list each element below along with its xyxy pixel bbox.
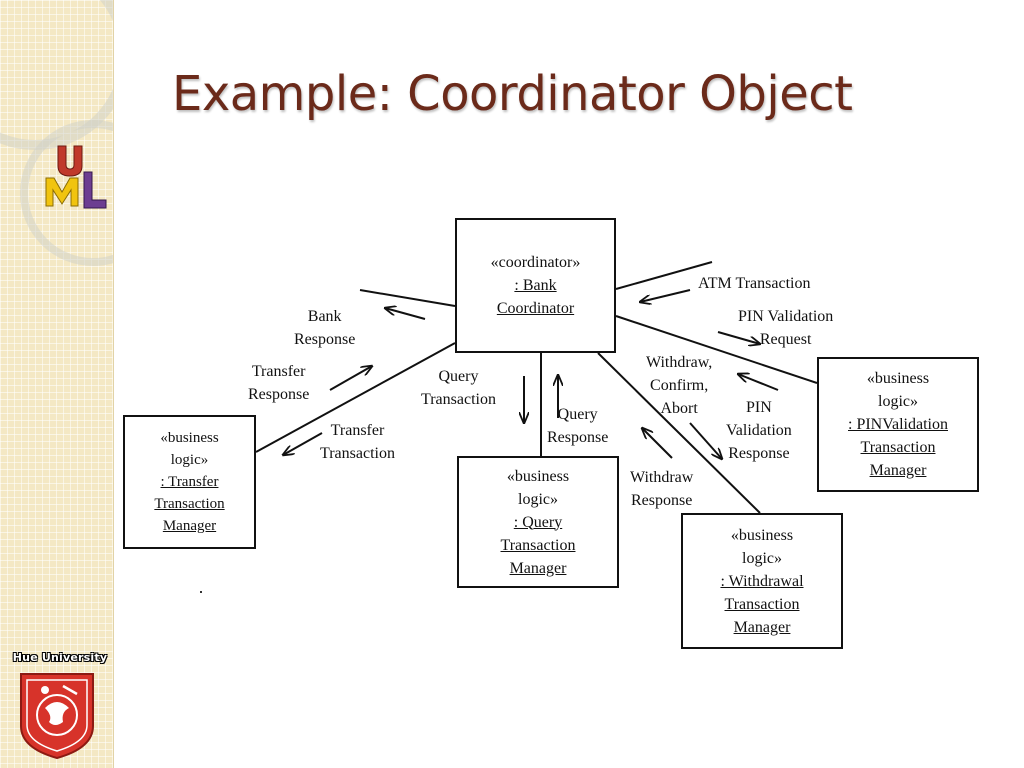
- label-line: Transfer: [251, 363, 306, 380]
- page-title: Example: Coordinator Object: [172, 66, 853, 122]
- uml-logo: [45, 145, 107, 209]
- node-transfer-transaction-manager: «business logic» : Transfer Transaction …: [123, 415, 256, 549]
- label-line: Response: [547, 429, 609, 446]
- label-pin-validation-response: PIN Validation Response: [726, 396, 792, 465]
- arrow-withdraw-confirm-abort: [689, 422, 722, 459]
- arrow-pin-validation-response: [738, 374, 779, 391]
- label-withdraw-response: Withdraw Response: [630, 466, 693, 512]
- node-stereotype: «business: [730, 526, 794, 544]
- node-name-line: Manager: [869, 462, 927, 479]
- node-name-line: Manager: [509, 559, 567, 577]
- label-line: Response: [728, 445, 790, 462]
- label-line: Query: [557, 406, 598, 423]
- node-name-line: Manager: [733, 618, 791, 636]
- node-stereotype: logic»: [518, 490, 558, 508]
- label-line: Response: [248, 386, 310, 403]
- link-bank-withdrawal: [597, 352, 761, 514]
- node-name-line: Transaction: [154, 496, 225, 512]
- node-stereotype: «business: [506, 467, 570, 485]
- node-stereotype: logic»: [742, 549, 782, 567]
- node-name-line: : PINValidation: [848, 416, 948, 433]
- label-line: Transaction: [320, 445, 395, 462]
- node-pin-validation-transaction-manager: «business logic» : PINValidation Transac…: [817, 357, 979, 492]
- node-stereotype: «coordinator»: [490, 254, 581, 271]
- node-name-line: Manager: [162, 518, 217, 534]
- node-name-line: : Query: [513, 513, 563, 531]
- label-transfer-transaction: Transfer Transaction: [320, 419, 395, 465]
- node-stereotype: logic»: [878, 393, 918, 410]
- label-line: Response: [631, 492, 693, 509]
- node-name-line: Transaction: [724, 595, 800, 613]
- label-line: Bank: [307, 308, 342, 325]
- label-pin-validation-request: PIN Validation Request: [738, 305, 833, 351]
- label-withdraw-confirm-abort: Withdraw, Confirm, Abort: [646, 351, 712, 420]
- arrow-transfer-response: [329, 366, 372, 391]
- label-transfer-response: Transfer Response: [248, 360, 309, 406]
- arrow-bank-response: [385, 308, 426, 320]
- label-line: Withdraw,: [646, 354, 713, 371]
- link-actor-bank: [359, 289, 456, 307]
- arrow-withdraw-response: [642, 428, 673, 459]
- node-bank-coordinator: «coordinator» : Bank Coordinator: [455, 218, 616, 353]
- label-line: Withdraw: [630, 469, 694, 486]
- arrow-pin-validation-request: [717, 331, 760, 344]
- node-name-line: : Withdrawal: [720, 572, 804, 590]
- label-line: Validation: [726, 422, 792, 439]
- label-query-response: Query Response: [547, 403, 608, 449]
- label-atm-transaction: ATM Transaction: [698, 275, 811, 292]
- label-line: PIN Validation: [738, 308, 834, 325]
- label-query-transaction: Query Transaction: [421, 365, 496, 411]
- node-name-line: Transaction: [500, 536, 576, 554]
- link-bank-transfer: [255, 342, 456, 453]
- label-line: Confirm,: [650, 377, 709, 394]
- university-seal: [20, 673, 94, 760]
- side-decoration-band: Hue University: [0, 0, 114, 768]
- node-name-line: Transaction: [860, 439, 936, 456]
- university-label: Hue University: [12, 651, 108, 664]
- node-stereotype: logic»: [170, 452, 209, 468]
- label-line: Request: [759, 331, 812, 348]
- label-line: Response: [294, 331, 356, 348]
- label-line: Transfer: [330, 422, 385, 439]
- node-name-line: Coordinator: [496, 300, 575, 317]
- label-line: Transaction: [421, 391, 496, 408]
- arrow-transfer-transaction: [283, 432, 323, 455]
- label-line: Query: [438, 368, 479, 385]
- node-withdrawal-transaction-manager: «business logic» : Withdrawal Transactio…: [681, 513, 843, 649]
- node-stereotype: «business: [160, 430, 219, 446]
- arrow-atm-transaction: [640, 289, 691, 302]
- label-line: Abort: [660, 400, 698, 417]
- link-bank-pin: [615, 315, 818, 384]
- node-stereotype: «business: [866, 370, 930, 387]
- node-query-transaction-manager: «business logic» : Query Transaction Man…: [457, 456, 619, 588]
- node-name-line: : Transfer: [160, 474, 219, 490]
- label-line: PIN: [745, 399, 772, 416]
- stray-dot: [200, 591, 202, 593]
- node-name-line: : Bank: [514, 277, 557, 294]
- link-atm-bank: [615, 261, 713, 290]
- label-bank-response: Bank Response: [294, 305, 355, 351]
